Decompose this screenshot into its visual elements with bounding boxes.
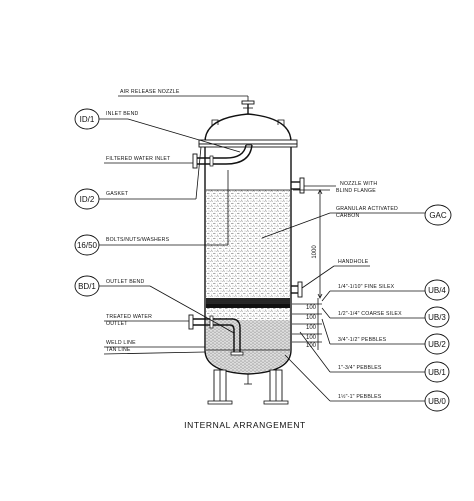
bed-height-value: 1000 xyxy=(312,245,318,259)
pebbles-layer-3 xyxy=(206,308,290,320)
bubble-ub3 xyxy=(424,306,450,328)
svg-text:UB/4: UB/4 xyxy=(428,286,446,295)
blind-flange xyxy=(299,177,305,194)
air-release-nozzle-flange xyxy=(241,100,255,105)
inlet-flange xyxy=(192,153,198,169)
label-weld-line: WELD LINE xyxy=(106,340,136,346)
coarse-silex-layer xyxy=(206,304,290,308)
label-treated-water: TREATED WATER xyxy=(106,314,152,320)
layer-dimensions: 100 100 100 100 100 xyxy=(292,298,322,350)
outlet-flange xyxy=(188,314,194,330)
pebbles-lower-layers xyxy=(206,320,290,373)
bubble-ub4 xyxy=(424,279,450,301)
top-flange xyxy=(198,139,298,145)
label-pebbles-1-5-1: 1½"-1" PEBBLES xyxy=(338,393,382,400)
label-outlet: OUTLET xyxy=(106,321,128,327)
label-handhole: HANDHOLE xyxy=(338,259,369,265)
svg-text:UB/1: UB/1 xyxy=(428,368,446,377)
label-inlet-bend: INLET BEND xyxy=(106,111,139,117)
svg-text:GAC: GAC xyxy=(429,211,447,220)
svg-text:ID/1: ID/1 xyxy=(80,115,95,124)
support-legs xyxy=(207,369,289,405)
drawing-title: INTERNAL ARRANGEMENT xyxy=(184,420,306,430)
label-carbon: CARBON xyxy=(336,213,359,219)
outlet-bend xyxy=(193,318,241,352)
gasket xyxy=(198,143,298,148)
label-granular-activated: GRANULAR ACTIVATED xyxy=(336,206,398,212)
label-pebbles-1-3-4: 1"-3/4" PEBBLES xyxy=(338,365,382,371)
fine-silex-layer xyxy=(206,298,290,304)
inlet-bend xyxy=(225,144,247,159)
bubble-gac xyxy=(424,204,452,226)
svg-text:UB/0: UB/0 xyxy=(428,397,446,406)
pressure-vessel xyxy=(188,100,305,405)
layer-dim-1: 100 xyxy=(306,305,317,311)
label-bolts-nuts-washers: BOLTS/NUTS/WASHERS xyxy=(106,237,170,243)
outlet-strainer xyxy=(230,351,244,356)
gac-media-bed xyxy=(206,190,290,298)
label-tan-line: TAN LINE xyxy=(106,347,131,353)
svg-text:BD/1: BD/1 xyxy=(78,282,96,291)
svg-text:16/50: 16/50 xyxy=(77,241,98,250)
layer-dim-2: 100 xyxy=(306,315,317,321)
label-blind-flange: BLIND FLANGE xyxy=(336,188,376,194)
top-dished-head xyxy=(204,113,292,143)
layer-dim-3: 100 xyxy=(306,325,317,331)
label-air-release-nozzle: AIR RELEASE NOZZLE xyxy=(120,89,180,95)
lifting-lug-right xyxy=(277,119,285,126)
label-fine-silex: 1/4"-1/10" FINE SILEX xyxy=(338,284,395,290)
label-gasket: GASKET xyxy=(106,191,129,197)
svg-text:UB/3: UB/3 xyxy=(428,313,446,322)
label-coarse-silex: 1/2"-1/4" COARSE SILEX xyxy=(338,311,402,317)
label-nozzle-with: NOZZLE WITH xyxy=(340,181,377,187)
lifting-lug-left xyxy=(211,119,219,126)
label-filtered-water-inlet: FILTERED WATER INLET xyxy=(106,156,171,162)
label-outlet-bend: OUTLET BEND xyxy=(106,279,144,285)
bed-height-dimension: 1000 xyxy=(293,189,330,299)
layer-dim-4: 100 xyxy=(306,335,317,341)
left-callouts: AIR RELEASE NOZZLE ID/1 INLET BEND FILTE… xyxy=(74,89,249,355)
svg-text:ID/2: ID/2 xyxy=(80,195,95,204)
svg-text:UB/2: UB/2 xyxy=(428,340,446,349)
layer-dim-5: 100 xyxy=(306,343,317,349)
label-pebbles-3-4-1-2: 3/4"-1/2" PEBBLES xyxy=(338,337,387,343)
handhole-flange xyxy=(297,281,303,298)
right-callouts: NOZZLE WITH BLIND FLANGE GAC GRANULAR AC… xyxy=(261,181,452,412)
